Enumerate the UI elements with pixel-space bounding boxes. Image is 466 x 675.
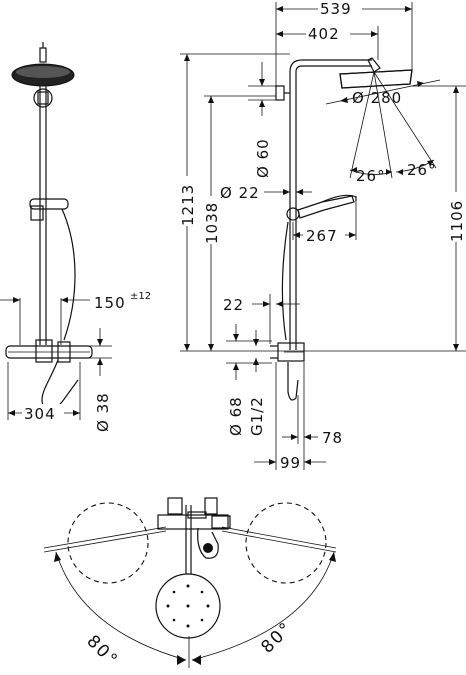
label-22: 22 <box>223 296 244 314</box>
dim-78: 78 <box>275 362 343 470</box>
top-view: 80° 80° <box>43 497 337 671</box>
dim-1213: 1213 <box>179 53 290 351</box>
dim-diameter-280: Ø 280 <box>325 79 441 107</box>
dim-diameter-38: Ø 38 <box>88 328 112 432</box>
label-99: 99 <box>280 454 301 472</box>
label-tolerance-12: ±12 <box>130 291 151 302</box>
label-402: 402 <box>308 25 340 43</box>
dim-267: 267 <box>292 196 357 245</box>
label-diameter-38: Ø 38 <box>94 392 112 432</box>
dim-diameter-60: Ø 60 <box>248 62 276 178</box>
dim-diameter-22: Ø 22 <box>220 184 312 202</box>
label-539: 539 <box>320 0 352 18</box>
side-hand-shower <box>286 194 357 221</box>
label-swivel-80-left: 80° <box>82 631 122 671</box>
label-1038: 1038 <box>203 202 221 244</box>
dim-402: 402 <box>276 25 379 60</box>
label-swivel-80-right: 80° <box>257 618 297 658</box>
label-1106: 1106 <box>448 200 466 242</box>
overhead-nozzle-dots <box>166 584 210 628</box>
dim-99: 99 <box>254 362 326 472</box>
dim-539: 539 <box>275 0 413 86</box>
label-1213: 1213 <box>179 184 197 226</box>
label-g12: G1/2 <box>248 396 266 436</box>
dim-g12: G1/2 <box>248 330 266 436</box>
front-view <box>5 42 93 410</box>
label-diameter-280: Ø 280 <box>352 89 402 107</box>
dim-offset-22: 22 <box>223 294 300 344</box>
label-267: 267 <box>306 227 338 245</box>
dim-304: 304 <box>7 362 81 423</box>
dim-diameter-68: Ø 68 <box>226 324 272 436</box>
dim-angles-26: 26° 26° <box>349 71 437 185</box>
label-diameter-22: Ø 22 <box>220 184 260 202</box>
dim-150: 150 ±12 <box>0 291 151 345</box>
label-angle-26-right: 26° <box>407 161 437 179</box>
label-diameter-68: Ø 68 <box>227 396 245 436</box>
label-angle-26-left: 26° <box>356 167 386 185</box>
side-overhead-shower <box>339 57 413 89</box>
label-diameter-60: Ø 60 <box>254 138 272 178</box>
dim-1038: 1038 <box>203 95 276 351</box>
label-150: 150 <box>94 294 126 312</box>
label-304: 304 <box>24 405 56 423</box>
front-overhead-shower <box>11 42 75 87</box>
label-78: 78 <box>322 429 343 447</box>
dim-1106: 1106 <box>412 85 466 351</box>
